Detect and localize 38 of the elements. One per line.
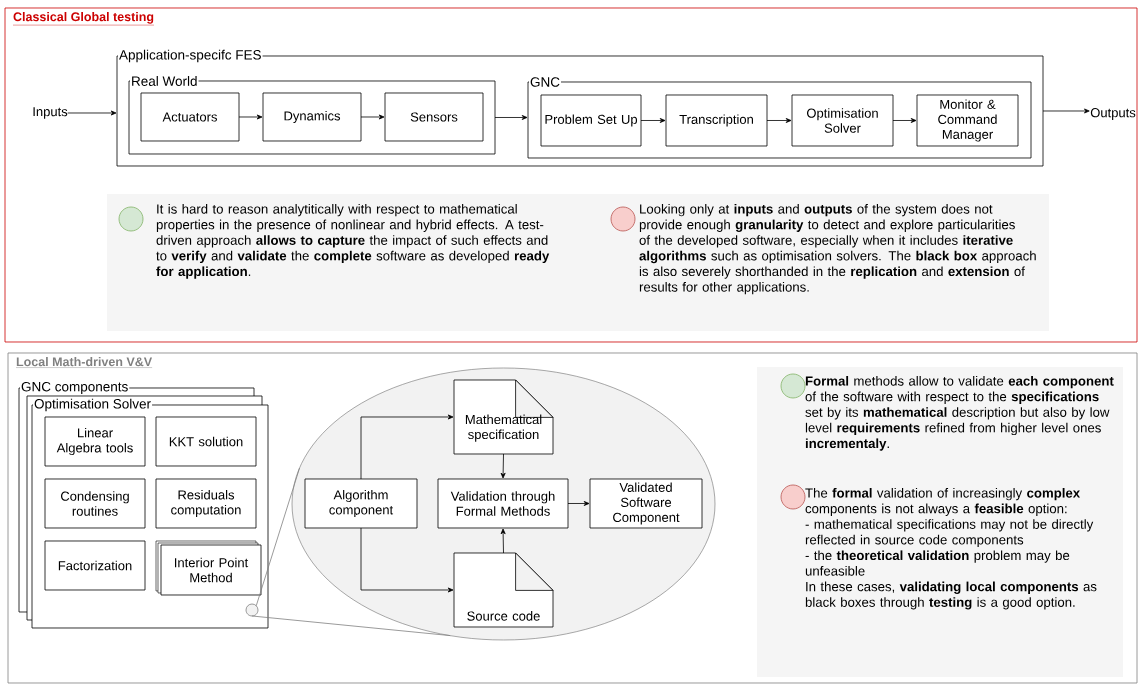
process-box: Actuators bbox=[140, 92, 240, 142]
zoom-line bbox=[251, 615, 451, 636]
process-box: Monitor & Command Manager bbox=[916, 94, 1019, 147]
arrow bbox=[360, 414, 454, 480]
arrow bbox=[640, 118, 666, 123]
note-text: Looking only at inputs and outputs of the system does not provide enough granularity to detect and explore particularities of the developed software, especially when it includes iterative algorithms such as optimisation solvers. The black box approach is also severely shorthanded in the replication and extension of results for other applications. bbox=[639, 204, 1036, 295]
process-box: Problem Set Up bbox=[540, 94, 642, 147]
zoom-line bbox=[255, 467, 300, 607]
arrow bbox=[766, 118, 792, 123]
arrow bbox=[500, 528, 506, 554]
process-box: Transcription bbox=[665, 94, 768, 147]
io-label: Inputs bbox=[33, 107, 68, 119]
process-box: KKT solution bbox=[155, 416, 257, 467]
arrow bbox=[494, 115, 528, 120]
process-box: Linear Algebra tools bbox=[44, 416, 146, 467]
process-box: Optimisation Solver bbox=[791, 94, 894, 147]
process-box: Dynamics bbox=[262, 92, 362, 142]
arrow bbox=[238, 114, 263, 120]
note-text: Formal methods allow to validate each component of the software with respect to the specifications set by its mathematical description but also by low level requirements refined from higher level ones incrementaly. bbox=[805, 376, 1114, 451]
process-box: Factorization bbox=[44, 540, 146, 591]
arrow bbox=[567, 501, 590, 506]
note-text: The formal validation of increasingly complex components is not always a feasible option: bbox=[805, 488, 1081, 516]
arrow bbox=[892, 118, 917, 123]
stacked-box: Interior Point Method bbox=[155, 540, 262, 596]
process-box: Validated Software Component bbox=[589, 478, 703, 529]
process-box: Validation through Formal Methods bbox=[437, 478, 569, 529]
arrow bbox=[1042, 108, 1090, 114]
arrow bbox=[360, 527, 454, 593]
arrow bbox=[360, 114, 385, 120]
arrow bbox=[67, 110, 117, 116]
arrow bbox=[500, 453, 506, 479]
process-box: Condensing routines bbox=[44, 478, 146, 529]
note-text: In these cases, validating local components as black boxes through testing is a good option. bbox=[805, 581, 1097, 610]
process-box: Residuals computation bbox=[155, 478, 257, 529]
process-box: Algorithm component bbox=[304, 478, 418, 529]
io-label: Outputs bbox=[1090, 108, 1136, 120]
process-box: Sensors bbox=[384, 92, 484, 142]
note-text: It is hard to reason analytitically with respect to mathematical properties in the presence of nonlinear and hybrid effects. A test-driven approach allows to capture the impact of such effects and to verify and validate the complete software as developed ready for application. bbox=[156, 204, 550, 279]
